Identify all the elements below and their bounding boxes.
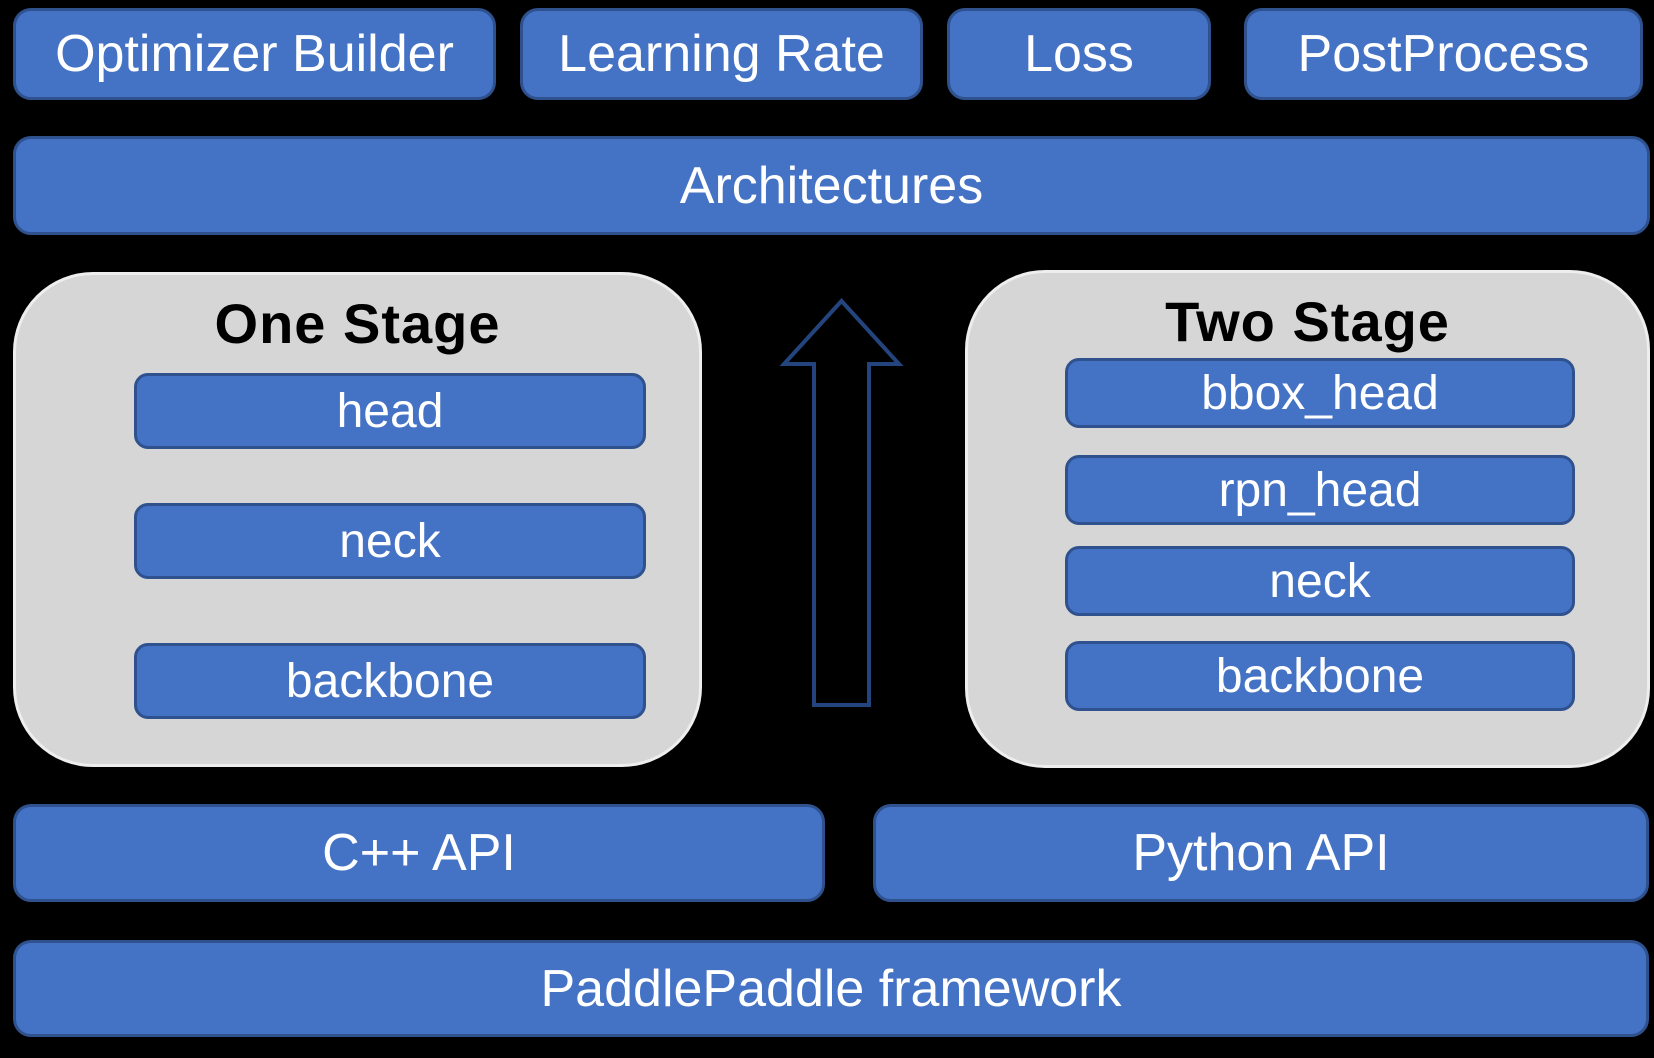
cpp-api-label: C++ API [322,824,516,882]
two-stage-bbox-head-bar: bbox_head [1065,358,1575,428]
two-stage-bbox-head-label: bbox_head [1201,366,1439,420]
architectures-banner: Architectures [13,136,1650,235]
one-stage-head-bar: head [134,373,646,449]
paddlepaddle-framework-label: PaddlePaddle framework [540,959,1122,1018]
paddlepaddle-framework-banner: PaddlePaddle framework [13,940,1649,1037]
learning-rate-label: Learning Rate [558,25,885,83]
two-stage-rpn-head-label: rpn_head [1218,463,1422,517]
cpp-api-box: C++ API [13,804,825,902]
one-stage-neck-bar: neck [134,503,646,579]
one-stage-backbone-bar: backbone [134,643,646,719]
optimizer-builder-label: Optimizer Builder [55,25,454,83]
one-stage-backbone-label: backbone [285,654,495,708]
loss-box: Loss [947,8,1211,100]
two-stage-backbone-label: backbone [1215,649,1425,703]
python-api-label: Python API [1132,824,1390,882]
loss-label: Loss [1024,25,1134,83]
architectures-label: Architectures [679,156,984,215]
two-stage-neck-label: neck [1269,554,1371,608]
python-api-box: Python API [873,804,1649,902]
up-arrow-icon [774,298,909,708]
one-stage-head-label: head [336,384,444,438]
optimizer-builder-box: Optimizer Builder [13,8,496,100]
one-stage-neck-label: neck [339,514,441,568]
learning-rate-box: Learning Rate [520,8,923,100]
two-stage-title: Two Stage [1165,290,1450,353]
one-stage-title: One Stage [214,292,501,355]
postprocess-box: PostProcess [1244,8,1643,100]
two-stage-panel: Two Stage bbox_head rpn_head neck backbo… [965,270,1650,768]
one-stage-panel: One Stage head neck backbone [13,272,702,767]
postprocess-label: PostProcess [1297,25,1590,83]
two-stage-rpn-head-bar: rpn_head [1065,455,1575,525]
two-stage-neck-bar: neck [1065,546,1575,616]
two-stage-backbone-bar: backbone [1065,641,1575,711]
